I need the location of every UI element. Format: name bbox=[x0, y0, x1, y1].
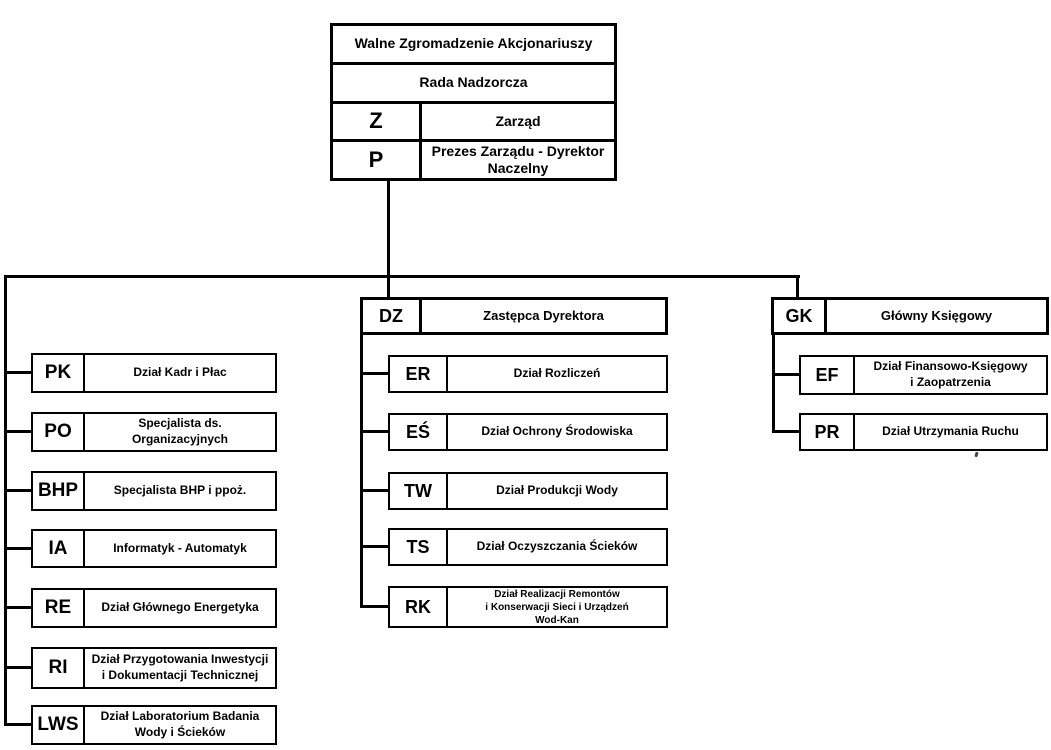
connector-gk-rail bbox=[772, 335, 775, 432]
org-box-gk: GK Główny Księgowy bbox=[771, 297, 1049, 335]
org-label: Dział Przygotowania Inwestycji i Dokumen… bbox=[91, 652, 269, 682]
stray-mark bbox=[974, 451, 979, 458]
org-code: PK bbox=[33, 355, 85, 391]
org-label: Informatyk - Automatyk bbox=[113, 540, 247, 555]
connector-left-rail bbox=[4, 275, 7, 725]
root-row-label: Rada Nadzorcza bbox=[419, 73, 528, 90]
root-row-management: Z Zarząd bbox=[333, 100, 614, 140]
org-code: Z bbox=[333, 103, 422, 140]
connector-dz-rail bbox=[360, 335, 363, 608]
connector-root-vertical bbox=[387, 179, 390, 277]
connector-stub-rk bbox=[360, 605, 389, 608]
connector-gk-vertical bbox=[796, 275, 799, 298]
connector-stub-ef bbox=[772, 373, 800, 376]
org-label: Główny Księgowy bbox=[880, 307, 993, 323]
org-box-pk: PK Dział Kadr i Płac bbox=[31, 353, 277, 393]
org-box-er: ER Dział Rozliczeń bbox=[388, 355, 668, 393]
org-code: GK bbox=[774, 300, 827, 332]
connector-stub-tw bbox=[360, 489, 389, 492]
connector-stub-bhp bbox=[4, 489, 32, 492]
org-label: Dział Produkcji Wody bbox=[496, 483, 618, 498]
org-label: Dział Kadr i Płac bbox=[133, 365, 227, 380]
org-box-tw: TW Dział Produkcji Wody bbox=[388, 472, 668, 510]
connector-dz-vertical bbox=[387, 277, 390, 298]
org-code: IA bbox=[33, 531, 85, 566]
org-label: Dział Rozliczeń bbox=[513, 366, 601, 381]
root-row-label: Walne Zgromadzenie Akcjonariuszy bbox=[354, 35, 593, 52]
org-code: DZ bbox=[363, 300, 422, 332]
org-label: Specjalista ds. Organizacyjnych bbox=[131, 416, 229, 446]
connector-stub-ri bbox=[4, 666, 32, 669]
org-code: RI bbox=[33, 649, 85, 687]
root-row-supervisory-board: Rada Nadzorcza bbox=[333, 61, 614, 101]
org-box-lws: LWS Dział Laboratorium Badania Wody i Śc… bbox=[31, 705, 277, 745]
org-code: BHP bbox=[33, 473, 85, 509]
org-label: Dział Oczyszczania Ścieków bbox=[476, 539, 638, 554]
connector-stub-po bbox=[4, 430, 32, 433]
root-row-president: P Prezes Zarządu - Dyrektor Naczelny bbox=[333, 139, 614, 178]
org-box-ia: IA Informatyk - Automatyk bbox=[31, 529, 277, 568]
org-code: ER bbox=[390, 357, 448, 391]
org-code: PR bbox=[801, 415, 855, 449]
org-box-re: RE Dział Głównego Energetyka bbox=[31, 588, 277, 628]
connector-stub-es bbox=[360, 430, 389, 433]
org-box-rk: RK Dział Realizacji Remontów i Konserwac… bbox=[388, 586, 668, 628]
connector-stub-lws bbox=[4, 723, 32, 726]
org-box-pr: PR Dział Utrzymania Ruchu bbox=[799, 413, 1048, 451]
root-row-shareholders: Walne Zgromadzenie Akcjonariuszy bbox=[333, 26, 614, 62]
org-label: Dział Finansowo-Księgowy i Zaopatrzenia bbox=[873, 359, 1028, 389]
org-label: Dział Utrzymania Ruchu bbox=[882, 424, 1019, 439]
cell-rest: Zarząd bbox=[422, 104, 614, 140]
connector-stub-er bbox=[360, 372, 389, 375]
org-box-bhp: BHP Specjalista BHP i ppoż. bbox=[31, 471, 277, 511]
org-code: P bbox=[333, 142, 422, 178]
org-label: Zastępca Dyrektora bbox=[483, 307, 604, 323]
org-box-root: Walne Zgromadzenie Akcjonariuszy Rada Na… bbox=[330, 23, 617, 181]
org-box-es: EŚ Dział Ochrony Środowiska bbox=[388, 413, 668, 451]
org-box-ts: TS Dział Oczyszczania Ścieków bbox=[388, 528, 668, 566]
connector-stub-re bbox=[4, 606, 32, 609]
org-code: TS bbox=[390, 530, 448, 564]
cell-rest: Prezes Zarządu - Dyrektor Naczelny bbox=[422, 142, 614, 178]
org-label: Zarząd bbox=[495, 112, 541, 129]
org-code: TW bbox=[390, 474, 448, 508]
org-label: Specjalista BHP i ppoż. bbox=[113, 483, 247, 498]
connector-main-horizontal bbox=[4, 275, 800, 278]
org-code: LWS bbox=[33, 707, 85, 743]
connector-stub-ts bbox=[360, 545, 389, 548]
connector-stub-ia bbox=[4, 547, 32, 550]
org-label: Prezes Zarządu - Dyrektor Naczelny bbox=[431, 142, 605, 177]
org-code: PO bbox=[33, 414, 85, 450]
org-label: Dział Realizacji Remontów i Konserwacji … bbox=[485, 588, 629, 626]
org-label: Dział Laboratorium Badania Wody i Ściekó… bbox=[100, 709, 260, 739]
org-code: RK bbox=[390, 588, 448, 626]
org-box-po: PO Specjalista ds. Organizacyjnych bbox=[31, 412, 277, 452]
org-box-ef: EF Dział Finansowo-Księgowy i Zaopatrzen… bbox=[799, 355, 1048, 395]
connector-stub-pr bbox=[772, 430, 800, 433]
org-box-ri: RI Dział Przygotowania Inwestycji i Doku… bbox=[31, 647, 277, 689]
org-code: EF bbox=[801, 357, 855, 393]
org-label: Dział Głównego Energetyka bbox=[101, 600, 259, 615]
org-code: EŚ bbox=[390, 415, 448, 449]
org-box-dz: DZ Zastępca Dyrektora bbox=[360, 297, 668, 335]
connector-stub-pk bbox=[4, 371, 32, 374]
org-label: Dział Ochrony Środowiska bbox=[481, 424, 633, 439]
org-code: RE bbox=[33, 590, 85, 626]
